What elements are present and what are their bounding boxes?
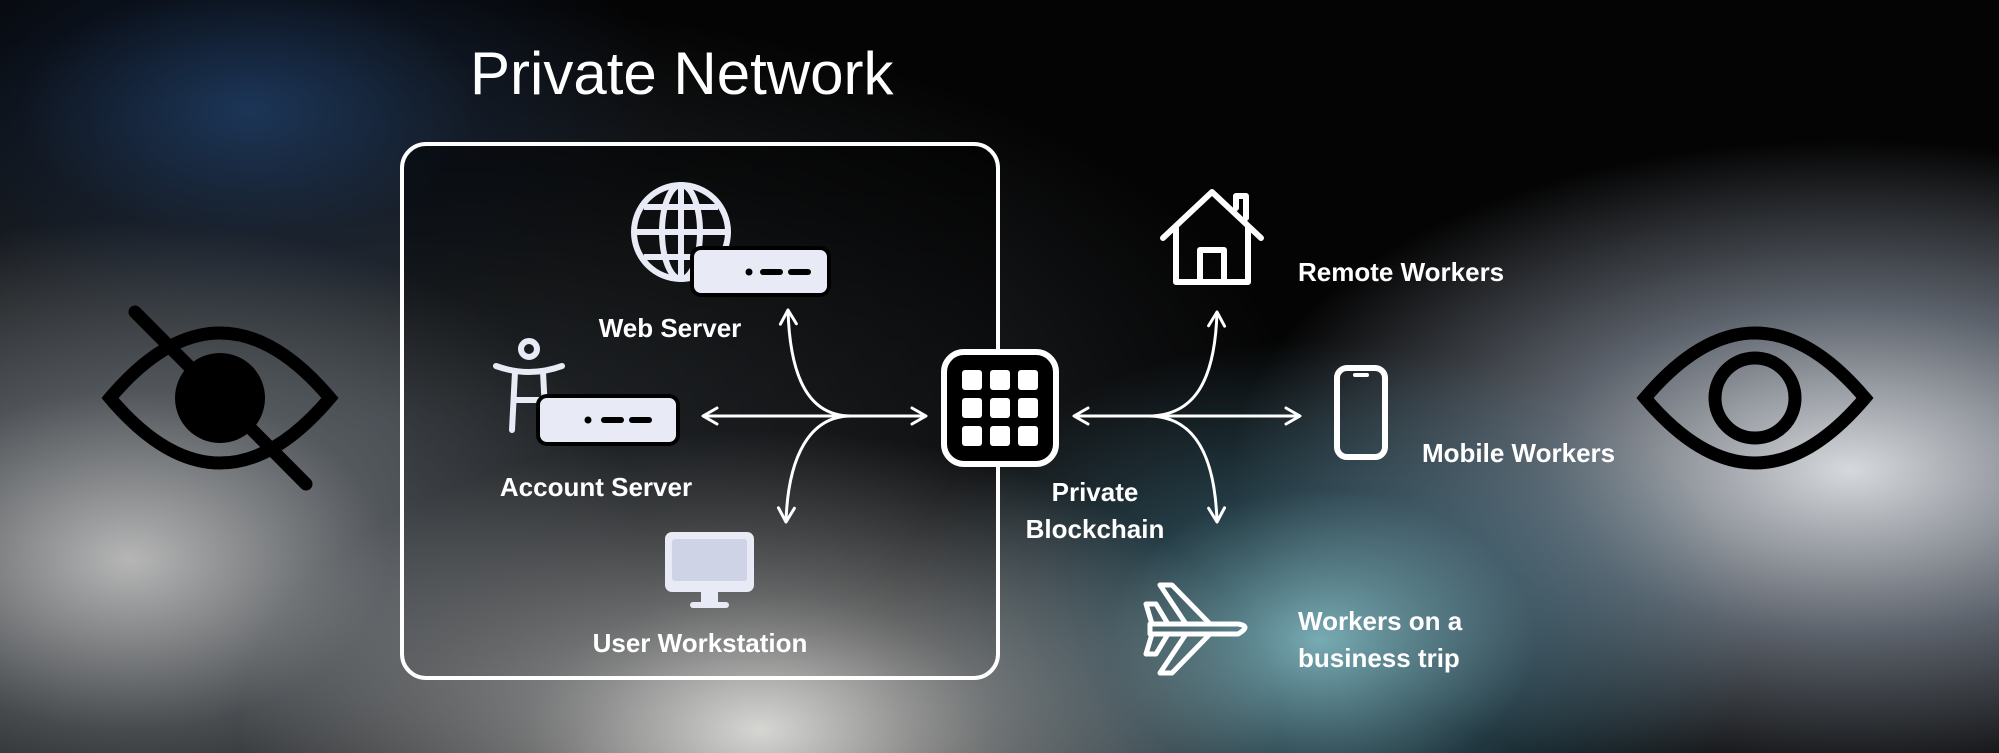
- private-blockchain-label: Private Blockchain: [1025, 477, 1165, 544]
- airplane-icon: [1143, 582, 1248, 676]
- account-server-box-icon: [536, 394, 680, 446]
- user-workstation-label: User Workstation: [592, 628, 808, 658]
- web-server-box-icon: [690, 246, 831, 297]
- remote-workers-label: Remote Workers: [1298, 257, 1505, 287]
- arrow-to-workstation: [776, 414, 852, 524]
- house-icon: [1160, 189, 1264, 285]
- business-trip-workers-label: Workers on a business trip: [1298, 606, 1463, 673]
- mobile-workers-label: Mobile Workers: [1422, 438, 1616, 468]
- arrow-to-remote: [1147, 310, 1227, 418]
- eye-icon: [1636, 326, 1874, 470]
- page-title: Private Network: [470, 40, 894, 107]
- web-server-label: Web Server: [598, 313, 742, 343]
- arrow-to-business-trip: [1147, 414, 1227, 524]
- account-server-label: Account Server: [499, 472, 693, 502]
- connector-arrows: [701, 308, 1302, 524]
- eye-slash-icon: [101, 305, 339, 491]
- globe-icon: [631, 182, 731, 282]
- smartphone-icon: [1334, 365, 1388, 460]
- grid-icon: [941, 349, 1059, 467]
- monitor-icon: [665, 532, 754, 608]
